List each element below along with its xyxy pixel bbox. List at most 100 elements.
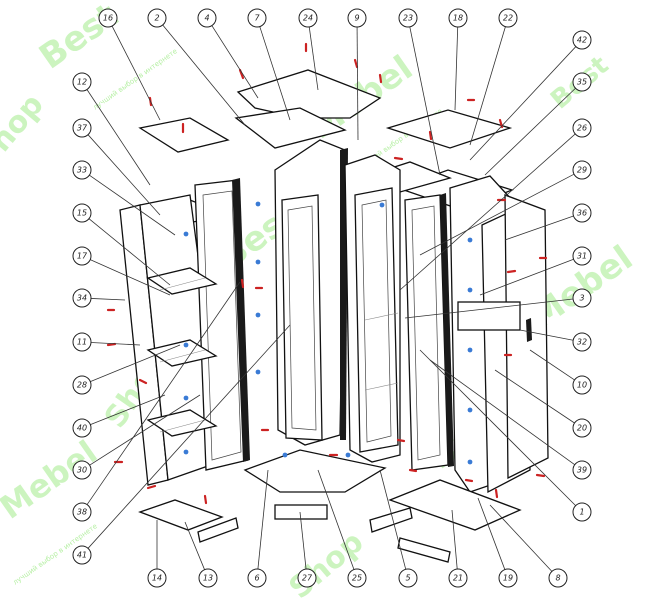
callout-circle-8	[548, 568, 568, 588]
fitting-mark-27	[494, 488, 499, 499]
fitting-mark-5	[378, 73, 383, 84]
callout-label-32: 32	[577, 338, 587, 347]
callout-circle-32	[572, 332, 592, 352]
callout-label-13: 13	[203, 574, 213, 583]
callout-circle-14	[147, 568, 167, 588]
callout-circle-9	[347, 8, 367, 28]
callout-circle-5	[398, 568, 418, 588]
fitting-dot-6	[255, 259, 261, 265]
fitting-dot-4	[183, 449, 189, 455]
part-center-bottom	[243, 449, 387, 493]
callout-leader-22	[469, 26, 506, 146]
callout-circle-19	[498, 568, 518, 588]
callout-leader-11	[90, 342, 141, 346]
callout-label-31: 31	[577, 252, 587, 261]
callout-label-27: 27	[302, 574, 313, 583]
part-top-right	[385, 109, 513, 149]
callout-leader-27	[299, 511, 307, 570]
fitting-mark-26	[535, 473, 546, 478]
fitting-dot-13	[467, 407, 473, 413]
callout-circle-41	[72, 545, 92, 565]
callout-leader-33	[89, 174, 176, 236]
callout-label-35: 35	[577, 78, 587, 87]
callout-label-14: 14	[152, 574, 162, 583]
part-far-right-handle	[526, 318, 532, 342]
fitting-dot-3	[183, 395, 189, 401]
watermark-brand-c-3: Shop	[283, 525, 371, 600]
fitting-dot-7	[255, 312, 261, 318]
callout-circle-12	[72, 72, 92, 92]
callout-label-6: 6	[254, 574, 259, 583]
callout-label-18: 18	[453, 14, 463, 23]
fitting-mark-2	[238, 68, 245, 80]
callout-label-34: 34	[77, 294, 87, 303]
callout-leader-16	[111, 25, 161, 121]
part-left-door-edge	[232, 178, 250, 462]
part-plinth-center-right	[369, 507, 413, 533]
part-right-door-glass	[361, 199, 392, 443]
callout-leader-34	[90, 298, 126, 301]
fitting-mark-4	[353, 58, 359, 69]
callout-label-29: 29	[577, 166, 587, 175]
callout-label-10: 10	[577, 381, 587, 390]
callout-leader-23	[409, 26, 441, 176]
fitting-dot-14	[467, 459, 473, 465]
callout-circle-37	[72, 118, 92, 138]
fitting-mark-29	[428, 130, 433, 141]
wardrobe-parts	[119, 69, 549, 563]
callout-leader-35	[484, 87, 576, 176]
callout-circle-21	[448, 568, 468, 588]
callout-circle-26	[572, 118, 592, 138]
callout-circle-38	[72, 502, 92, 522]
hatch-2	[159, 349, 206, 363]
callout-label-36: 36	[577, 209, 587, 218]
callout-circle-30	[72, 460, 92, 480]
fitting-dot-12	[467, 347, 473, 353]
callout-circle-23	[398, 8, 418, 28]
callout-leader-24	[308, 26, 319, 91]
callout-label-12: 12	[77, 78, 87, 87]
part-plinth-left-strip	[197, 517, 239, 543]
part-plinth-center	[274, 504, 328, 520]
callout-label-22: 22	[503, 14, 513, 23]
callout-circle-10	[572, 375, 592, 395]
callout-circle-15	[72, 203, 92, 223]
callout-circle-4	[197, 8, 217, 28]
callout-leader-9	[356, 26, 359, 141]
callout-leader-2	[162, 24, 246, 126]
callout-circle-16	[98, 8, 118, 28]
callout-leader-4	[211, 25, 259, 99]
callout-circle-7	[247, 8, 267, 28]
callout-label-30: 30	[77, 466, 87, 475]
callout-circle-42	[572, 30, 592, 50]
fitting-dot-10	[467, 237, 473, 243]
fitting-dot-15	[282, 452, 288, 458]
callout-leader-39	[429, 359, 575, 466]
callout-label-3: 3	[579, 294, 584, 303]
fitting-mark-23	[506, 269, 517, 274]
callout-label-25: 25	[352, 574, 362, 583]
callout-leader-1	[419, 349, 576, 506]
callout-leader-12	[86, 89, 151, 186]
callout-leader-26	[399, 133, 576, 291]
hatch-1	[159, 277, 206, 291]
callout-leader-37	[87, 134, 161, 216]
hatch-3	[159, 419, 206, 433]
callout-leader-15	[88, 218, 171, 286]
callout-circle-11	[72, 332, 92, 352]
fitting-mark-10	[106, 342, 117, 347]
callout-circle-28	[72, 375, 92, 395]
callout-leader-5	[379, 469, 407, 570]
callout-circle-34	[72, 288, 92, 308]
callout-label-37: 37	[77, 124, 88, 133]
fitting-mark-20	[396, 438, 406, 443]
callout-leader-19	[477, 497, 506, 570]
callout-leader-10	[529, 349, 575, 381]
callout-label-38: 38	[77, 508, 87, 517]
callout-leader-20	[494, 369, 575, 424]
part-far-right-side	[504, 194, 549, 480]
fitting-dot-2	[183, 342, 189, 348]
callout-circle-39	[572, 460, 592, 480]
part-center-door	[281, 194, 323, 441]
